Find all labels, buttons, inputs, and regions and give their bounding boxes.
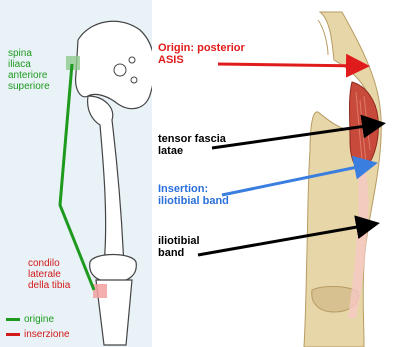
- origin-label-italian: spina iliaca anteriore superiore: [8, 48, 50, 92]
- muscle-label: tensor fascia latae: [158, 133, 226, 157]
- legend-insertion-swatch: [6, 333, 20, 336]
- origin-label: Origin: posterior ASIS: [158, 42, 245, 66]
- knee-outline: [90, 255, 137, 283]
- insertion-marker: [93, 284, 107, 298]
- insertion-label-italian: condilo laterale della tibia: [28, 258, 70, 291]
- band-label: iliotibial band: [158, 235, 200, 259]
- pelvis-outline: [76, 21, 155, 108]
- legend-origin-swatch: [6, 318, 20, 321]
- anatomy-illustration: Origin: posterior ASIS tensor fascia lat…: [152, 0, 402, 347]
- legend-origin-label: origine: [24, 314, 54, 325]
- legend-insertion-label: inserzione: [24, 329, 70, 340]
- insertion-label: Insertion: iliotibial band: [158, 183, 229, 207]
- femur-outline: [88, 96, 124, 268]
- origin-insertion-diagram: spina iliaca anteriore superiore condilo…: [0, 0, 158, 347]
